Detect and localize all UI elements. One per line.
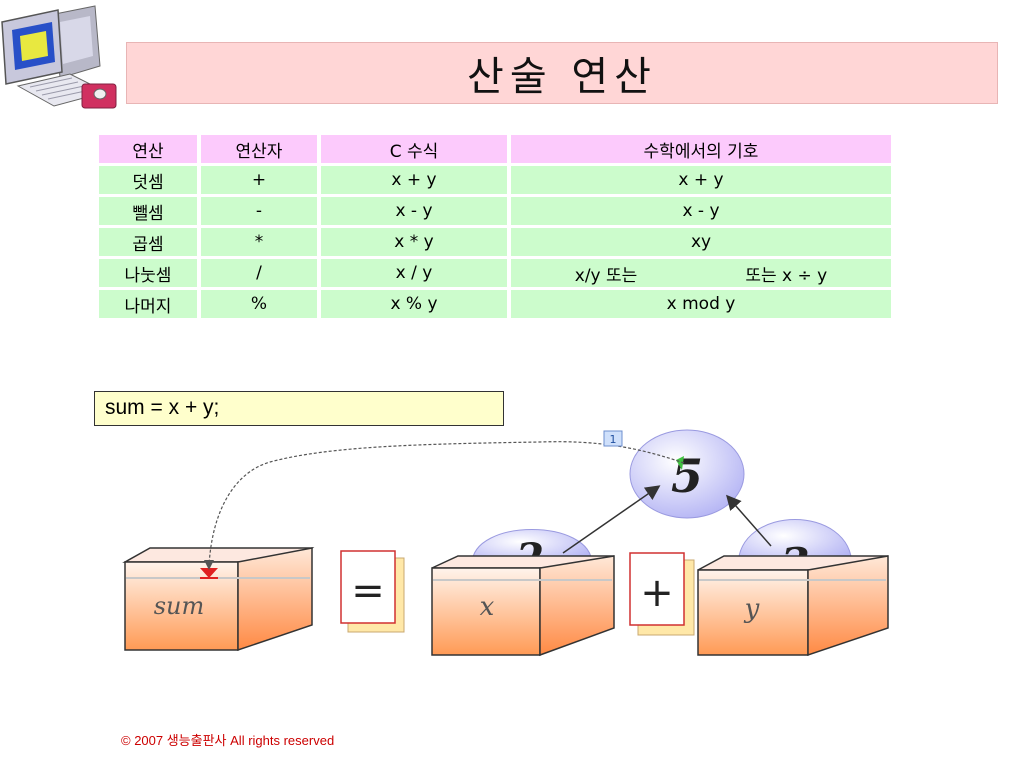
code-statement: sum = x + y; — [94, 391, 504, 426]
x-box: x — [431, 555, 615, 657]
table-cell: 나머지 — [99, 290, 197, 318]
table-header-cell: C 수식 — [321, 135, 507, 163]
table-header-cell: 수학에서의 기호 — [511, 135, 891, 163]
table-cell: x * y — [321, 228, 507, 256]
table-cell: x/y 또는 또는 x ÷ y — [511, 259, 891, 287]
table-header-cell: 연산 — [99, 135, 197, 163]
sum-label: sum — [154, 592, 205, 620]
table-cell: - — [201, 197, 317, 225]
equals-card: = — [340, 550, 405, 633]
table-row: 덧셈 + x + y x + y — [99, 166, 891, 194]
table-cell: x - y — [321, 197, 507, 225]
motion-path — [208, 441, 685, 567]
step-badge-number: 1 — [610, 433, 617, 446]
table-cell: % — [201, 290, 317, 318]
table-header-row: 연산 연산자 C 수식 수학에서의 기호 — [99, 135, 891, 163]
table-cell: xy — [511, 228, 891, 256]
page-title: 산술 연산 — [467, 54, 657, 100]
table-row: 뺄셈 - x - y x - y — [99, 197, 891, 225]
plus-card: + — [629, 552, 695, 636]
table-cell: x / y — [321, 259, 507, 287]
sum-box: sum — [122, 547, 315, 652]
table-row: 나머지 % x % y x mod y — [99, 290, 891, 318]
table-header-cell: 연산자 — [201, 135, 317, 163]
table-cell: 나눗셈 — [99, 259, 197, 287]
table-cell: x + y — [511, 166, 891, 194]
table-row: 곱셈 * x * y xy — [99, 228, 891, 256]
table-row: 나눗셈 / x / y x/y 또는 또는 x ÷ y — [99, 259, 891, 287]
x-to-result-arrow — [562, 485, 661, 554]
y-label: y — [744, 594, 760, 624]
table-cell: x mod y — [511, 290, 891, 318]
x-label: x — [480, 592, 495, 622]
result-bubble: 5 — [629, 429, 745, 519]
table-cell: + — [201, 166, 317, 194]
table-cell: 뺄셈 — [99, 197, 197, 225]
equals-sign: = — [351, 568, 385, 614]
table-cell: * — [201, 228, 317, 256]
table-cell: x % y — [321, 290, 507, 318]
operators-table: 연산 연산자 C 수식 수학에서의 기호 덧셈 + x + y x + y 뺄셈… — [95, 132, 895, 321]
table-cell: x - y — [511, 197, 891, 225]
computer-icon — [1, 5, 117, 109]
animation-step-badge: 1 — [603, 430, 623, 447]
y-box: y — [697, 555, 889, 657]
copyright-footer: © 2007 생능출판사 All rights reserved — [121, 733, 335, 748]
table-cell: / — [201, 259, 317, 287]
plus-sign: + — [640, 570, 674, 616]
table-cell: 곱셈 — [99, 228, 197, 256]
table-cell: x + y — [321, 166, 507, 194]
result-value: 5 — [671, 449, 703, 503]
table-cell: 덧셈 — [99, 166, 197, 194]
y-to-result-arrow — [726, 494, 772, 547]
title-bar: 산술 연산 — [126, 42, 998, 104]
